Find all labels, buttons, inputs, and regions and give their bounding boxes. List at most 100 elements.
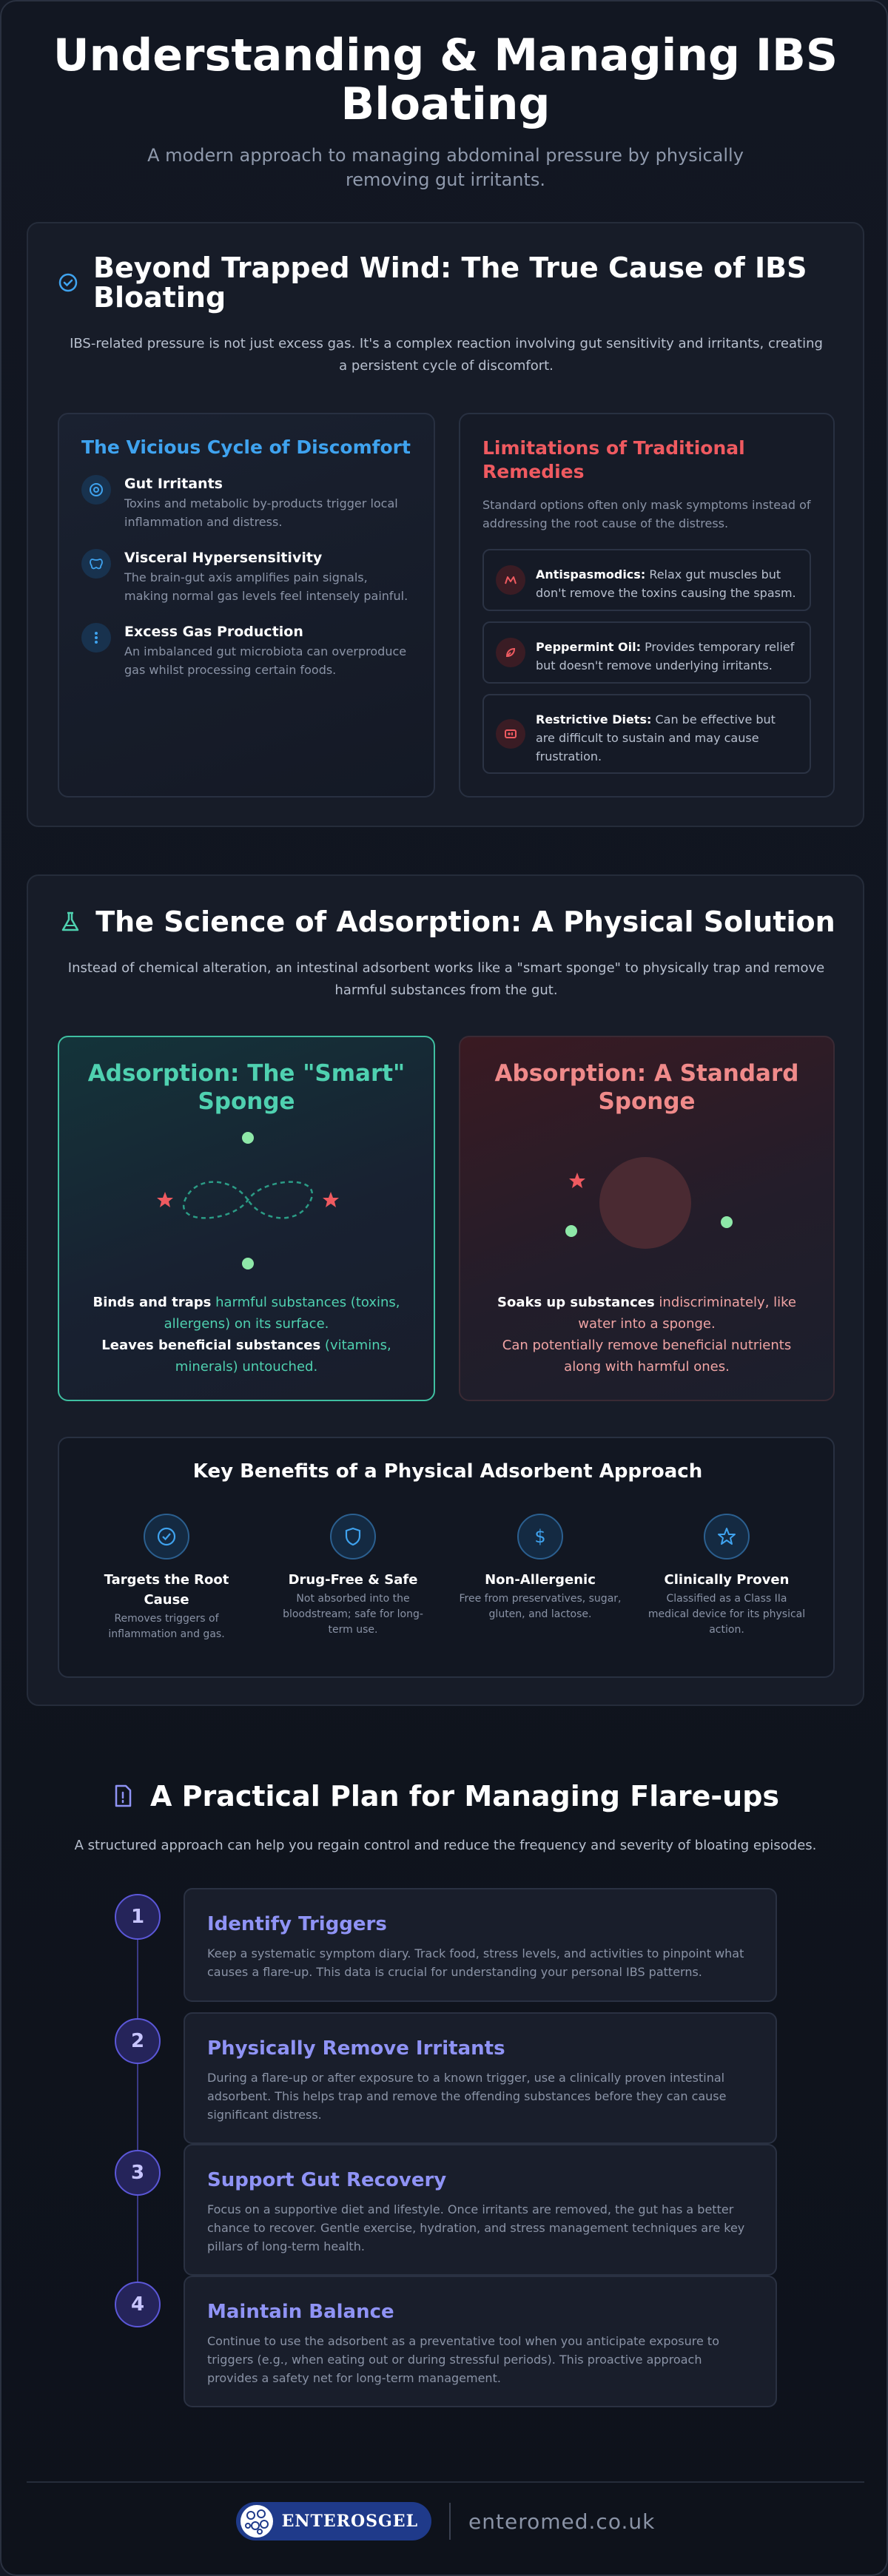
vicious-cycle-card: The Vicious Cycle of Discomfort Gut Irri… bbox=[58, 413, 435, 798]
step-number-1: 1 bbox=[115, 1894, 161, 1940]
star-icon bbox=[704, 1514, 750, 1560]
absorption-diagram bbox=[565, 1157, 733, 1249]
limitations-card: Limitations of Traditional Remedies Stan… bbox=[459, 413, 835, 798]
benefit-desc: Not absorbed into the bloodstream; safe … bbox=[283, 1593, 423, 1636]
section-cause-intro: IBS-related pressure is not just excess … bbox=[70, 336, 823, 374]
page-subtitle: A modern approach to managing abdominal … bbox=[147, 145, 744, 190]
limitation-name: Restrictive Diets: bbox=[536, 712, 652, 726]
vicious-cycle-title: The Vicious Cycle of Discomfort bbox=[81, 436, 411, 458]
step-title: Support Gut Recovery bbox=[207, 2169, 447, 2191]
limitation-desc: Relax gut muscles but don't remove the t… bbox=[536, 567, 796, 600]
section-plan-header: A Practical Plan for Managing Flare-ups bbox=[1, 1780, 887, 1813]
cycle-item-gut-irritants: Gut Irritants Toxins and metabolic by-pr… bbox=[81, 475, 414, 531]
diet-icon bbox=[496, 719, 525, 749]
target-icon bbox=[81, 475, 111, 505]
benefits-title: Key Benefits of a Physical Adsorbent App… bbox=[192, 1460, 703, 1483]
section-cause: Beyond Trapped Wind: The True Cause of I… bbox=[27, 222, 864, 827]
section-cause-header: Beyond Trapped Wind: The True Cause of I… bbox=[58, 253, 842, 312]
sponge-loop bbox=[182, 1181, 314, 1219]
section-plan-intro: A structured approach can help you regai… bbox=[74, 1838, 817, 1853]
step-card-1: Identify Triggers Keep a systematic symp… bbox=[184, 1888, 777, 2002]
adsorption-line2-rest: (vitamins, minerals) untouched. bbox=[175, 1338, 391, 1375]
footer: ENTEROSGEL enteromed.co.uk bbox=[1, 2502, 887, 2540]
limitations-title: Limitations of Traditional Remedies bbox=[482, 437, 745, 482]
page-title: Understanding & Managing IBS Bloating bbox=[53, 30, 838, 130]
step-number-4: 4 bbox=[115, 2282, 161, 2327]
limitation-peppermint: Peppermint Oil: Provides temporary relie… bbox=[482, 621, 811, 684]
benefit-clinically-proven: Clinically Proven Classified as a Class … bbox=[645, 1514, 808, 1638]
adsorption-title: Adsorption: The "Smart" Sponge bbox=[87, 1060, 406, 1115]
section-adsorption-title: The Science of Adsorption: A Physical So… bbox=[95, 906, 835, 938]
step-number-2: 2 bbox=[115, 2018, 161, 2064]
benefit-name: Clinically Proven bbox=[664, 1572, 790, 1588]
step-desc: During a flare-up or after exposure to a… bbox=[207, 2071, 727, 2122]
limitation-diets: Restrictive Diets: Can be effective but … bbox=[482, 694, 811, 774]
brand-logo-icon bbox=[240, 2505, 273, 2538]
footer-site-link[interactable]: enteromed.co.uk bbox=[468, 2509, 656, 2534]
benefit-root-cause: Targets the Root Cause Removes triggers … bbox=[85, 1514, 248, 1642]
benefit-name: Drug-Free & Safe bbox=[288, 1572, 418, 1588]
footer-separator bbox=[449, 2503, 451, 2540]
adsorption-line1-bold: Binds and traps bbox=[92, 1295, 212, 1310]
flask-icon bbox=[58, 910, 82, 934]
benefit-desc: Free from preservatives, sugar, gluten, … bbox=[459, 1593, 622, 1620]
clipboard-icon bbox=[112, 1784, 134, 1809]
step-card-4: Maintain Balance Continue to use the ads… bbox=[184, 2276, 777, 2407]
benefit-drug-free: Drug-Free & Safe Not absorbed into the b… bbox=[272, 1514, 434, 1638]
absorption-text: Soaks up substances indiscriminately, li… bbox=[482, 1292, 811, 1378]
limitation-desc: Provides temporary relief but doesn't re… bbox=[536, 640, 795, 672]
benefit-desc: Removes triggers of inflammation and gas… bbox=[108, 1613, 225, 1640]
absorption-card: Absorption: A Standard Sponge Soaks up s… bbox=[459, 1036, 835, 1401]
limitation-antispasmodics: Antispasmodics: Relax gut muscles but do… bbox=[482, 549, 811, 611]
step-desc: Keep a systematic symptom diary. Track f… bbox=[207, 1946, 744, 1979]
section-plan-title: A Practical Plan for Managing Flare-ups bbox=[149, 1780, 780, 1813]
benefit-name: Targets the Root Cause bbox=[104, 1572, 229, 1608]
absorption-line1-bold: Soaks up substances bbox=[497, 1295, 655, 1310]
cycle-item-desc: Toxins and metabolic by-products trigger… bbox=[124, 496, 398, 529]
cycle-item-visceral: Visceral Hypersensitivity The brain-gut … bbox=[81, 549, 414, 605]
check-circle-icon bbox=[144, 1514, 189, 1560]
limitations-intro: Standard options often only mask symptom… bbox=[482, 498, 811, 530]
adsorption-line2-bold: Leaves beneficial substances bbox=[101, 1338, 321, 1353]
cycle-item-desc: An imbalanced gut microbiota can overpro… bbox=[124, 644, 407, 677]
shield-icon bbox=[330, 1514, 376, 1560]
toxin-star bbox=[323, 1192, 339, 1207]
toxin-star bbox=[569, 1173, 585, 1188]
hero: Understanding & Managing IBS Bloating A … bbox=[1, 30, 887, 192]
section-adsorption: The Science of Adsorption: A Physical So… bbox=[27, 874, 864, 1706]
benefit-desc: Classified as a Class IIa medical device… bbox=[648, 1593, 806, 1636]
nutrient-dot bbox=[242, 1258, 254, 1270]
step-title: Physically Remove Irritants bbox=[207, 2037, 505, 2060]
section-adsorption-intro: Instead of chemical alteration, an intes… bbox=[67, 960, 825, 998]
benefit-name: Non-Allergenic bbox=[485, 1572, 596, 1588]
limitation-name: Antispasmodics: bbox=[536, 567, 646, 581]
step-desc: Continue to use the adsorbent as a preve… bbox=[207, 2334, 719, 2385]
adsorption-line1-rest: harmful substances (toxins, allergens) o… bbox=[164, 1295, 400, 1332]
muscle-icon bbox=[496, 565, 525, 595]
dots-icon bbox=[81, 623, 111, 653]
benefits-panel: Key Benefits of a Physical Adsorbent App… bbox=[58, 1437, 835, 1678]
section-cause-title: Beyond Trapped Wind: The True Cause of I… bbox=[93, 252, 807, 314]
nutrient-dot bbox=[565, 1225, 577, 1237]
adsorption-text: Binds and traps harmful substances (toxi… bbox=[81, 1292, 411, 1378]
step-card-3: Support Gut Recovery Focus on a supporti… bbox=[184, 2144, 777, 2276]
dollar-icon: $ bbox=[517, 1514, 563, 1560]
timeline-line bbox=[137, 1940, 138, 2302]
footer-divider bbox=[27, 2481, 864, 2483]
nutrient-dot bbox=[721, 1216, 733, 1228]
absorption-line2: Can potentially remove beneficial nutrie… bbox=[502, 1338, 792, 1375]
cycle-item-gas: Excess Gas Production An imbalanced gut … bbox=[81, 623, 414, 679]
sponge-blob bbox=[599, 1157, 691, 1249]
brand-logo: ENTEROSGEL bbox=[235, 2502, 432, 2540]
limitation-name: Peppermint Oil: bbox=[536, 640, 641, 654]
section-adsorption-header: The Science of Adsorption: A Physical So… bbox=[28, 906, 866, 938]
check-circle-icon bbox=[58, 272, 78, 293]
step-desc: Focus on a supportive diet and lifestyle… bbox=[207, 2202, 745, 2253]
cycle-item-name: Visceral Hypersensitivity bbox=[124, 550, 323, 566]
benefit-non-allergenic: $ Non-Allergenic Free from preservatives… bbox=[459, 1514, 622, 1622]
step-number-3: 3 bbox=[115, 2150, 161, 2196]
brain-icon bbox=[81, 549, 111, 579]
nutrient-dot bbox=[242, 1132, 254, 1144]
brand-name: ENTEROSGEL bbox=[281, 2512, 419, 2531]
